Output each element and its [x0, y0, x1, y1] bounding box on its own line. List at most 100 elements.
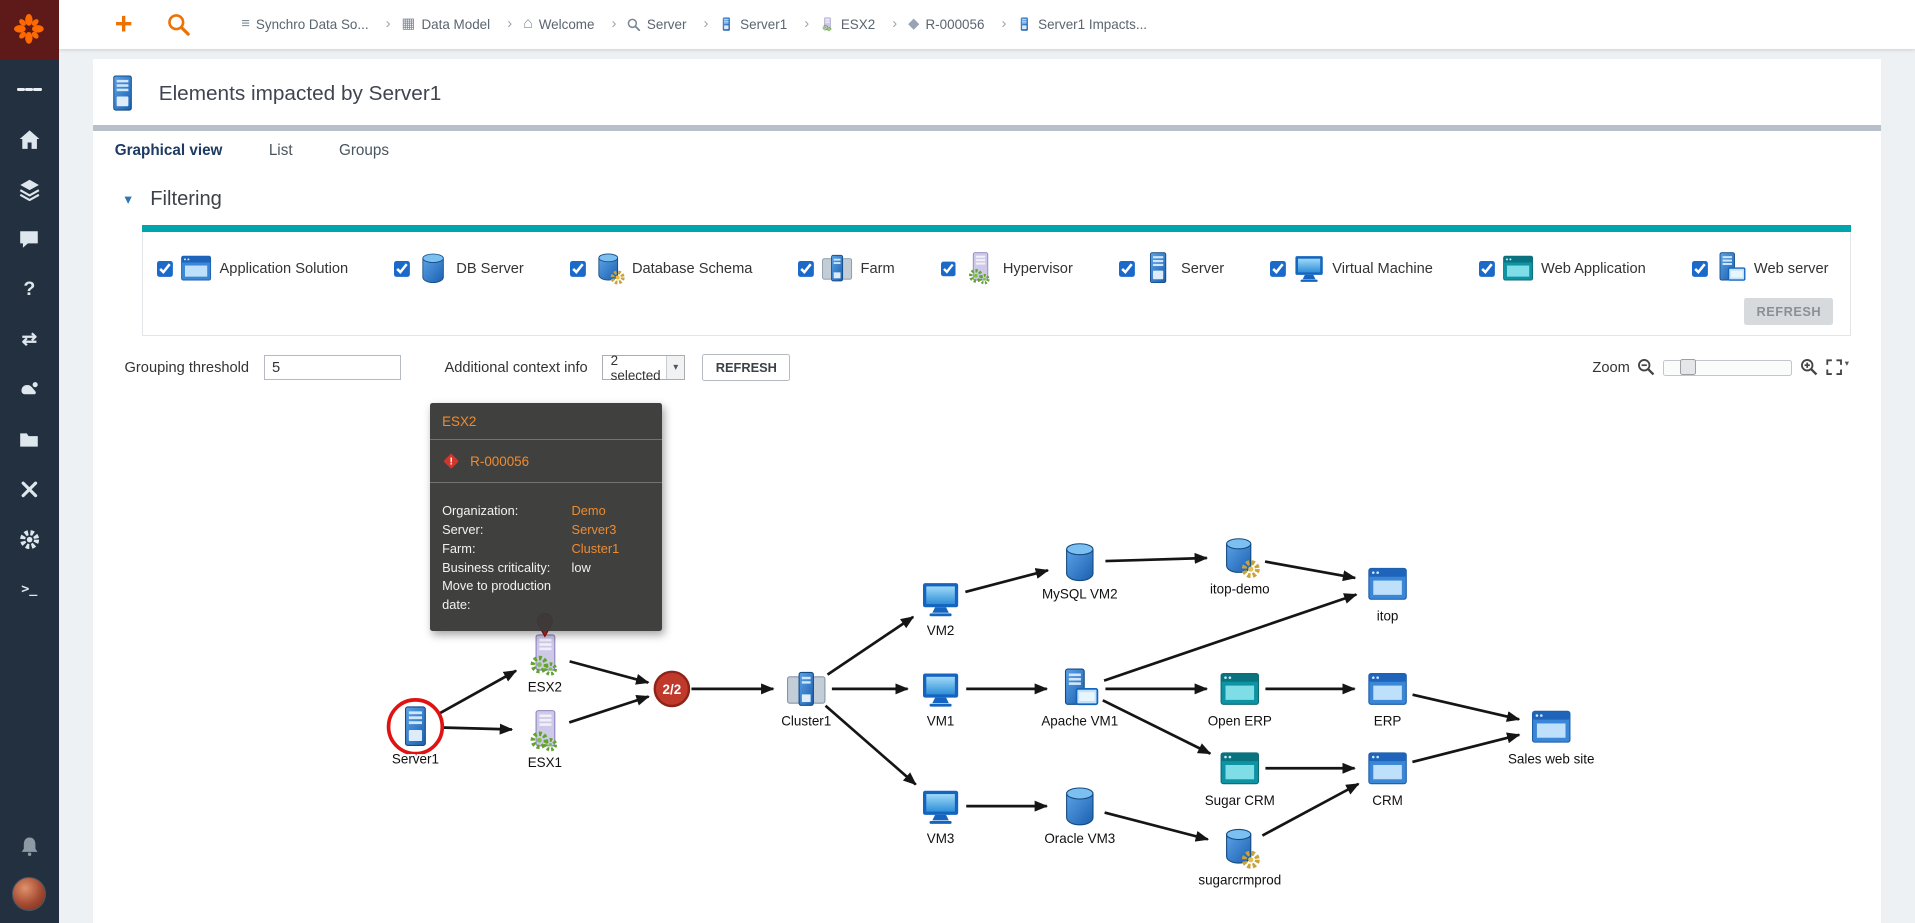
filter-checkbox[interactable]: [157, 260, 174, 277]
filter-web-server[interactable]: Web server: [1691, 251, 1828, 285]
filter-checkbox[interactable]: [1691, 260, 1708, 277]
svg-text:MySQL VM2: MySQL VM2: [1042, 586, 1118, 601]
tab-bar: Graphical view List Groups: [93, 131, 1881, 164]
server-icon: [404, 706, 426, 746]
home-icon[interactable]: [17, 127, 41, 151]
graph-node-Server1[interactable]: Server1: [386, 697, 444, 768]
graph-edge-MySQLVM2-itop-demo: [1105, 552, 1208, 564]
breadcrumb-label: Server1: [740, 16, 788, 32]
zoom-slider[interactable]: [1662, 359, 1793, 376]
breadcrumb-item-esx2[interactable]: ESX2: [820, 16, 908, 32]
graph-refresh-button[interactable]: REFRESH: [702, 354, 791, 381]
graph-node-OracleVM3[interactable]: Oracle VM3: [1042, 787, 1117, 847]
server-icon: [103, 74, 142, 113]
tools-icon[interactable]: [17, 477, 41, 501]
graph-node-VM3[interactable]: VM3: [922, 790, 958, 847]
svg-text:ERP: ERP: [1374, 713, 1402, 728]
breadcrumb-item-impacts[interactable]: Server1 Impacts...: [1017, 17, 1147, 32]
svg-text:Sales web site: Sales web site: [1508, 751, 1595, 766]
highlight-circle: [386, 697, 444, 756]
graph-node-sugarcrmprod[interactable]: sugarcrmprod: [1196, 829, 1283, 889]
zoom-slider-handle[interactable]: [1680, 359, 1697, 376]
hypervisor-icon: [533, 635, 555, 674]
filter-checkbox[interactable]: [1478, 260, 1495, 277]
filter-web-application[interactable]: Web Application: [1478, 251, 1646, 285]
create-new-button[interactable]: +: [114, 7, 133, 42]
filter-refresh-button[interactable]: REFRESH: [1744, 297, 1834, 326]
graph-node-itop[interactable]: itop: [1368, 567, 1407, 625]
web-application-icon: [1501, 251, 1535, 285]
graph-node-itop-demo[interactable]: itop-demo: [1208, 539, 1271, 598]
page-title: Elements impacted by Server1: [158, 82, 442, 106]
menu-toggle-icon[interactable]: [17, 77, 42, 101]
appwindow-icon: [1531, 710, 1571, 743]
filter-virtual-machine[interactable]: Virtual Machine: [1269, 251, 1433, 285]
zoom-out-icon[interactable]: [1637, 358, 1655, 376]
collapse-arrow-icon[interactable]: ▾: [124, 191, 132, 208]
filter-checkbox[interactable]: [798, 260, 815, 277]
grid-icon: ▦: [401, 16, 416, 33]
breadcrumb-item-synchro[interactable]: ≡ Synchro Data So...: [241, 16, 401, 32]
context-info-select[interactable]: 2 selected ▾: [602, 353, 686, 383]
filter-hypervisor[interactable]: Hypervisor: [940, 251, 1073, 285]
itop-logo[interactable]: [0, 0, 59, 59]
tab-graphical-view[interactable]: Graphical view: [114, 141, 223, 159]
graph-node-Sales[interactable]: Sales web site: [1506, 710, 1596, 768]
graph-node-OpenERP[interactable]: Open ERP: [1206, 672, 1274, 730]
breadcrumb-item-server-search[interactable]: Server: [627, 16, 719, 32]
svg-text:VM2: VM2: [927, 623, 955, 638]
page-header: Elements impacted by Server1: [93, 59, 1881, 118]
graph-node-Cluster1[interactable]: Cluster1: [779, 671, 833, 730]
content-card: Elements impacted by Server1 Graphical v…: [92, 58, 1881, 923]
help-icon[interactable]: ?: [23, 277, 36, 300]
zoom-fit-icon[interactable]: ▾: [1825, 358, 1849, 376]
filter-checkbox[interactable]: [1269, 260, 1286, 277]
filter-checkbox[interactable]: [1118, 260, 1135, 277]
folder-icon[interactable]: [17, 427, 41, 451]
breadcrumb-item-ticket[interactable]: ◆ R-000056: [908, 16, 1017, 32]
graph-node-ERP[interactable]: ERP: [1368, 672, 1407, 730]
gear-icon[interactable]: [17, 527, 41, 551]
chat-icon[interactable]: [17, 227, 41, 251]
graph-node-ESX1[interactable]: ESX1: [526, 710, 564, 772]
tab-list[interactable]: List: [268, 141, 293, 159]
filter-label: Server: [1180, 260, 1225, 277]
svg-text:CRM: CRM: [1372, 793, 1403, 808]
transfer-icon[interactable]: ⇄: [21, 328, 37, 350]
filter-checkbox[interactable]: [940, 260, 957, 277]
filter-db-server[interactable]: DB Server: [394, 251, 524, 285]
bell-icon[interactable]: [17, 834, 41, 858]
breadcrumb-item-datamodel[interactable]: ▦ Data Model: [402, 16, 524, 32]
breadcrumb-item-welcome[interactable]: ⌂ Welcome: [523, 16, 627, 32]
filter-application-solution[interactable]: Application Solution: [157, 251, 348, 285]
filter-checkbox[interactable]: [394, 260, 410, 277]
tooltip-field-value[interactable]: Demo: [571, 502, 606, 518]
data-layers-icon[interactable]: [17, 177, 41, 201]
tooltip-field-value[interactable]: Server3: [571, 521, 617, 537]
helping-hands-icon[interactable]: [17, 377, 41, 401]
zoom-in-icon[interactable]: [1800, 358, 1818, 376]
graph-edge-ERP-Sales: [1412, 693, 1521, 722]
tooltip-ticket-link[interactable]: ! R-000056: [429, 440, 662, 484]
breadcrumb-item-server1[interactable]: Server1: [719, 16, 820, 32]
user-avatar[interactable]: [12, 876, 47, 912]
grouping-threshold-input[interactable]: [263, 354, 401, 381]
terminal-icon[interactable]: >_: [21, 582, 38, 598]
sidebar-bottom: [12, 834, 47, 923]
graph-node-MySQLVM2[interactable]: MySQL VM2: [1040, 543, 1119, 603]
graph-node-VM2[interactable]: VM2: [922, 582, 958, 640]
filter-farm[interactable]: Farm: [798, 251, 895, 285]
global-search-icon[interactable]: [167, 13, 190, 36]
svg-text:2/2: 2/2: [662, 682, 681, 697]
tooltip-field-label: Business criticality:: [442, 559, 551, 575]
graph-node-ApacheVM1[interactable]: Apache VM1: [1039, 668, 1120, 730]
graph-node-SugarCRM[interactable]: Sugar CRM: [1203, 752, 1276, 810]
tab-groups[interactable]: Groups: [338, 141, 389, 159]
graph-node-CRM[interactable]: CRM: [1368, 752, 1407, 810]
filter-server[interactable]: Server: [1118, 251, 1225, 285]
filter-checkbox[interactable]: [569, 260, 586, 277]
filter-database-schema[interactable]: Database Schema: [569, 251, 752, 285]
graph-node-VM1[interactable]: VM1: [922, 673, 958, 730]
graph-node-group1[interactable]: 2/2: [653, 670, 691, 708]
tooltip-field-value[interactable]: Cluster1: [571, 540, 620, 556]
